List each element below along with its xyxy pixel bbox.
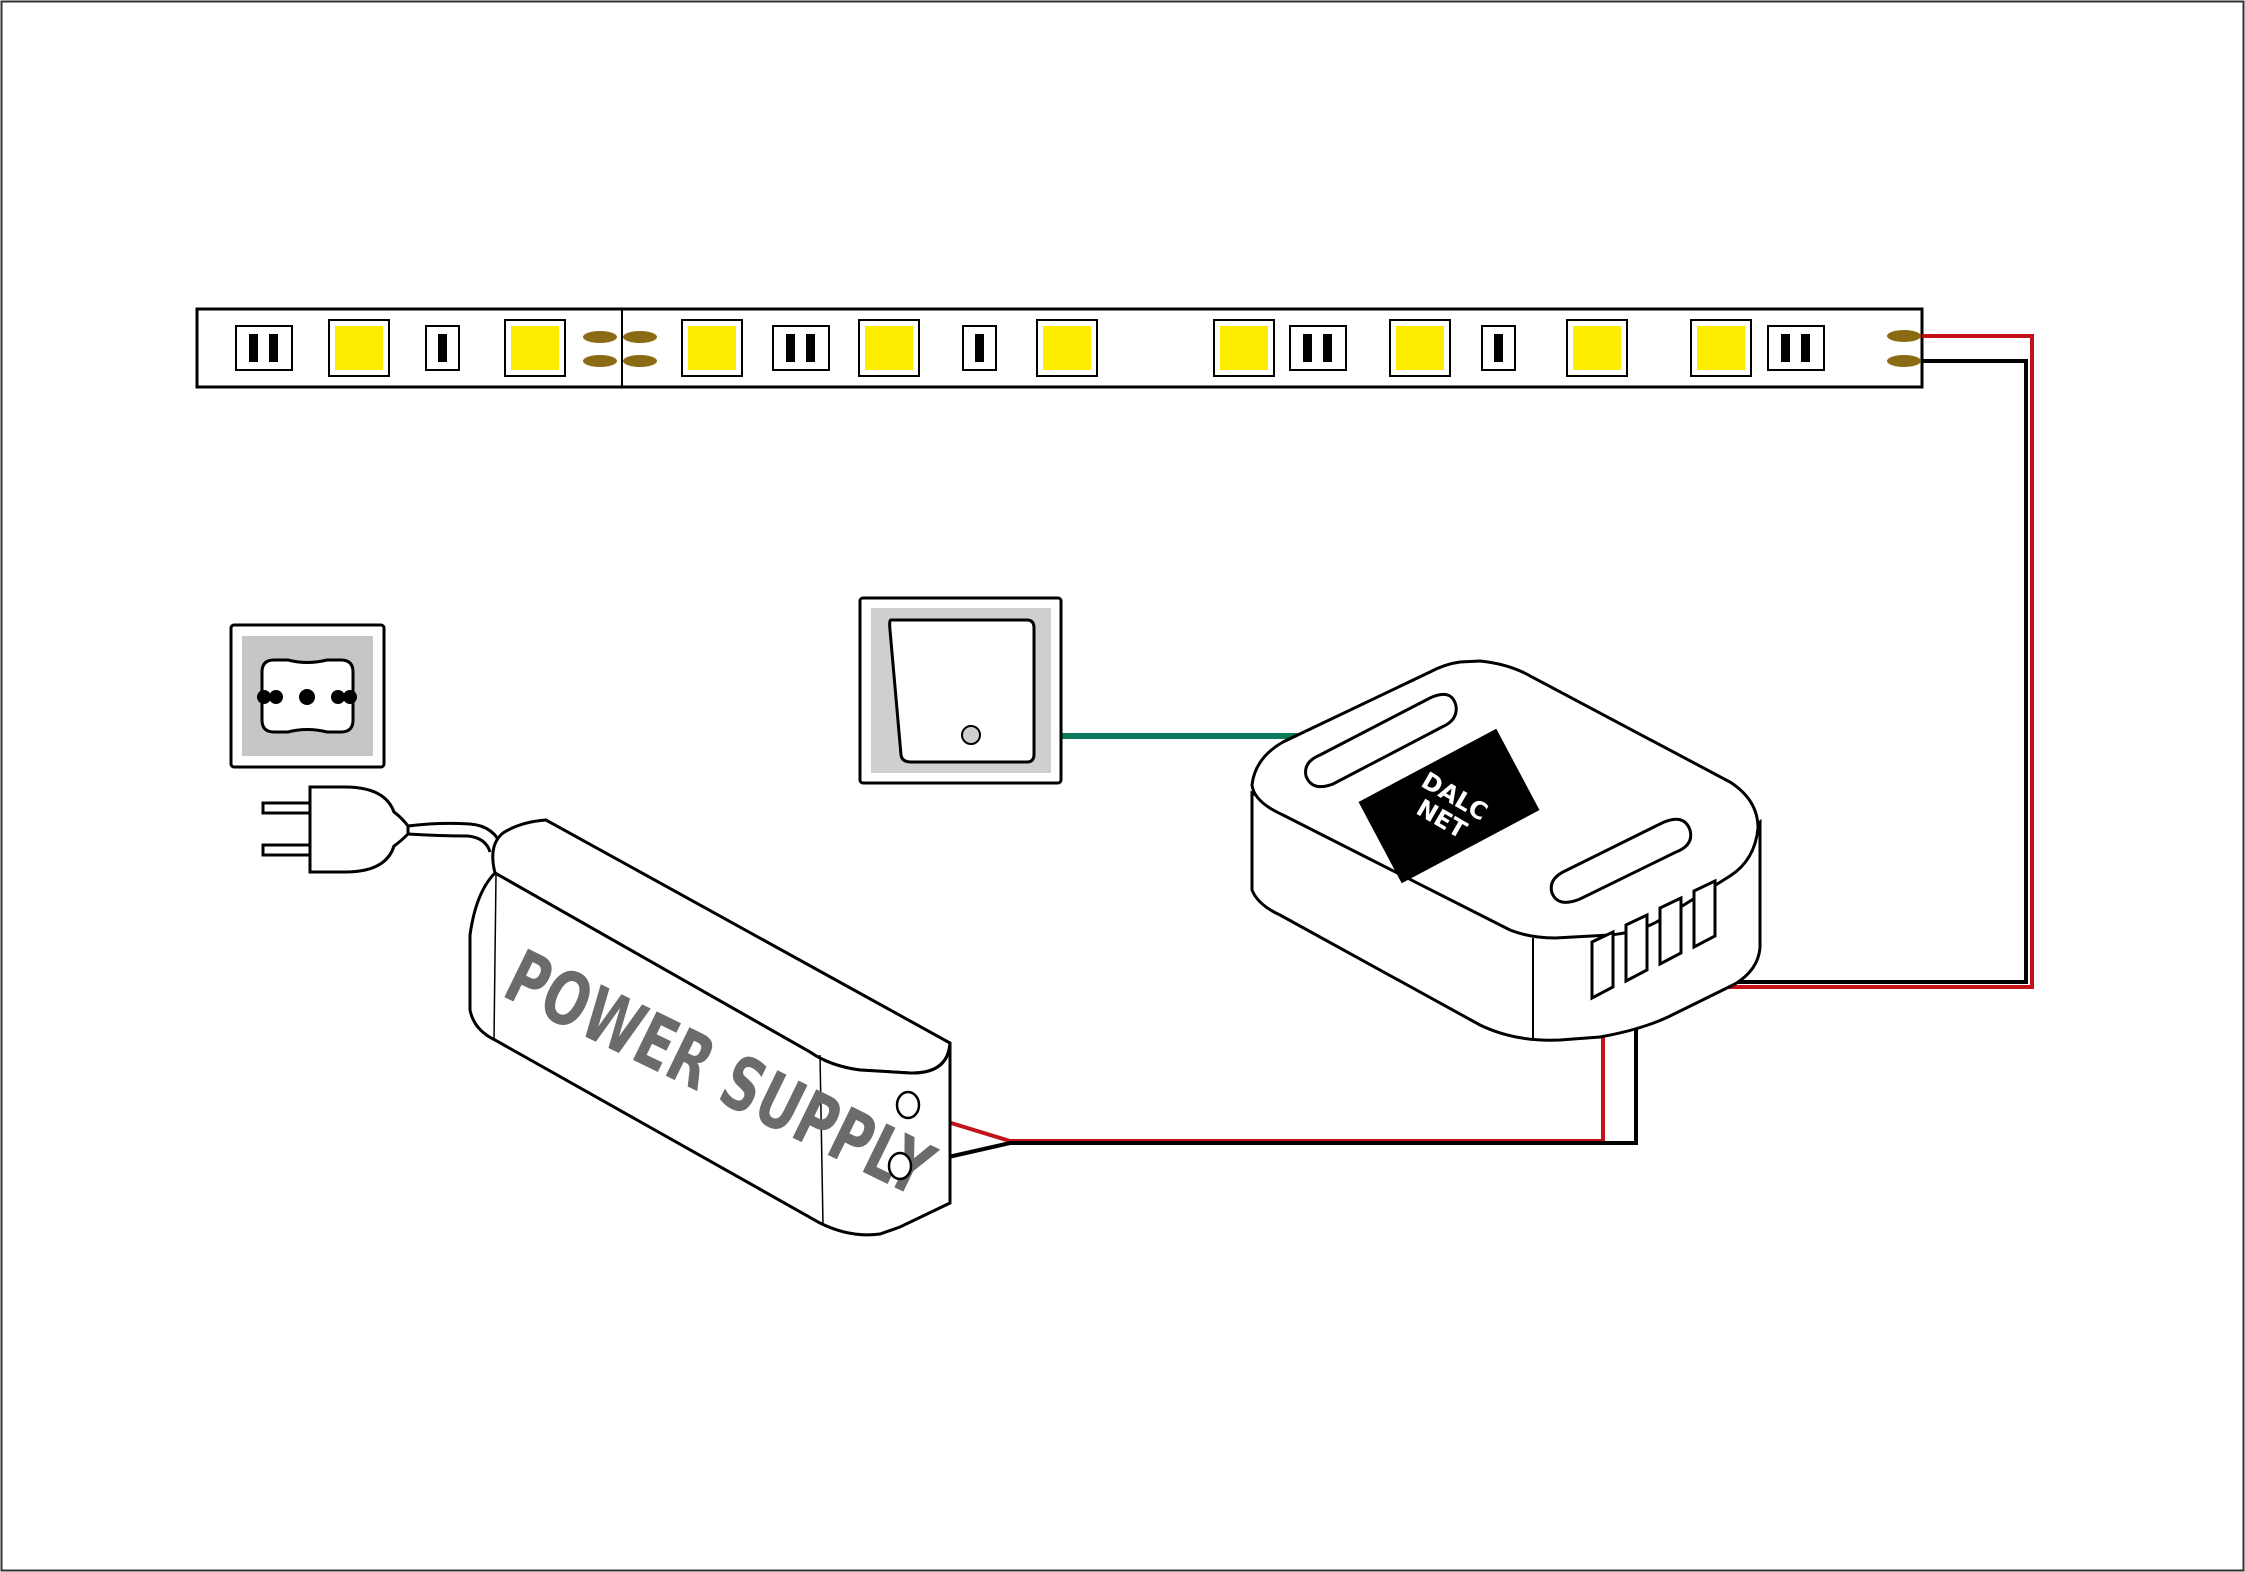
strip-double-component-4 bbox=[1767, 325, 1825, 371]
wall-switch bbox=[858, 596, 1063, 785]
strip-double-component-1 bbox=[235, 325, 293, 371]
led-emitter-5 bbox=[1043, 326, 1091, 370]
terminal-psu-negative bbox=[1624, 912, 1649, 984]
switch-indicator bbox=[961, 725, 981, 745]
led-emitter-8 bbox=[1573, 326, 1621, 370]
led-strip bbox=[195, 307, 1924, 389]
double-component-pin-b-1 bbox=[269, 334, 278, 362]
controller-slot-left bbox=[1304, 692, 1458, 789]
dalcnet-logo: DALC NET bbox=[1358, 728, 1540, 884]
dalcnet-controller: DALC NET bbox=[1250, 659, 1762, 1042]
controller-terminals bbox=[1590, 878, 1717, 1001]
psu-end-edge bbox=[819, 1054, 824, 1226]
terminal-strip-positive bbox=[1658, 895, 1683, 967]
double-component-pin-a-3 bbox=[1303, 334, 1312, 362]
strip-cut-pad-2 bbox=[623, 331, 657, 343]
double-component-pin-b-3 bbox=[1323, 334, 1332, 362]
plug-cable-bottom bbox=[407, 832, 492, 853]
power-supply: POWER SUPPLY bbox=[468, 818, 952, 1237]
double-component-pin-a-4 bbox=[1781, 334, 1790, 362]
wire-psu-negative bbox=[899, 958, 1638, 1170]
led-emitter-6 bbox=[1220, 326, 1268, 370]
strip-cut-pad-3 bbox=[583, 355, 617, 367]
mains-plug bbox=[261, 785, 504, 874]
socket-holes bbox=[257, 689, 357, 705]
resistor-pin-2 bbox=[975, 334, 984, 362]
strip-pad-negative bbox=[1887, 355, 1921, 367]
double-component-pin-a-1 bbox=[249, 334, 258, 362]
controller-slot-right bbox=[1549, 817, 1693, 904]
wall-socket bbox=[229, 623, 386, 769]
resistor-pin-3 bbox=[1494, 334, 1503, 362]
led-emitter-7 bbox=[1396, 326, 1444, 370]
plug-pin-bottom bbox=[261, 843, 312, 857]
double-component-pin-b-2 bbox=[806, 334, 815, 362]
plug-cable-top bbox=[407, 821, 504, 849]
led-emitter-9 bbox=[1697, 326, 1745, 370]
switch-rocker bbox=[888, 618, 1036, 764]
psu-front-face bbox=[468, 871, 952, 1237]
led-emitter-3 bbox=[688, 326, 736, 370]
strip-cut-pad-4 bbox=[623, 355, 657, 367]
logo-badge bbox=[1358, 728, 1540, 884]
psu-terminal-negative bbox=[887, 1151, 913, 1181]
terminal-psu-positive bbox=[1590, 929, 1615, 1001]
led-emitter-1 bbox=[335, 326, 383, 370]
led-emitter-4 bbox=[865, 326, 913, 370]
strip-cut-pad-1 bbox=[583, 331, 617, 343]
plug-pin-top bbox=[261, 801, 312, 815]
strip-pad-positive bbox=[1887, 330, 1921, 342]
led-emitter-2 bbox=[511, 326, 559, 370]
psu-left-edge bbox=[493, 874, 497, 1041]
double-component-pin-a-2 bbox=[786, 334, 795, 362]
terminal-strip-negative bbox=[1692, 878, 1717, 950]
psu-terminal-positive bbox=[895, 1090, 921, 1120]
strip-double-component-2 bbox=[772, 325, 830, 371]
strip-double-component-3 bbox=[1289, 325, 1347, 371]
double-component-pin-b-4 bbox=[1801, 334, 1810, 362]
resistor-pin-1 bbox=[438, 334, 447, 362]
